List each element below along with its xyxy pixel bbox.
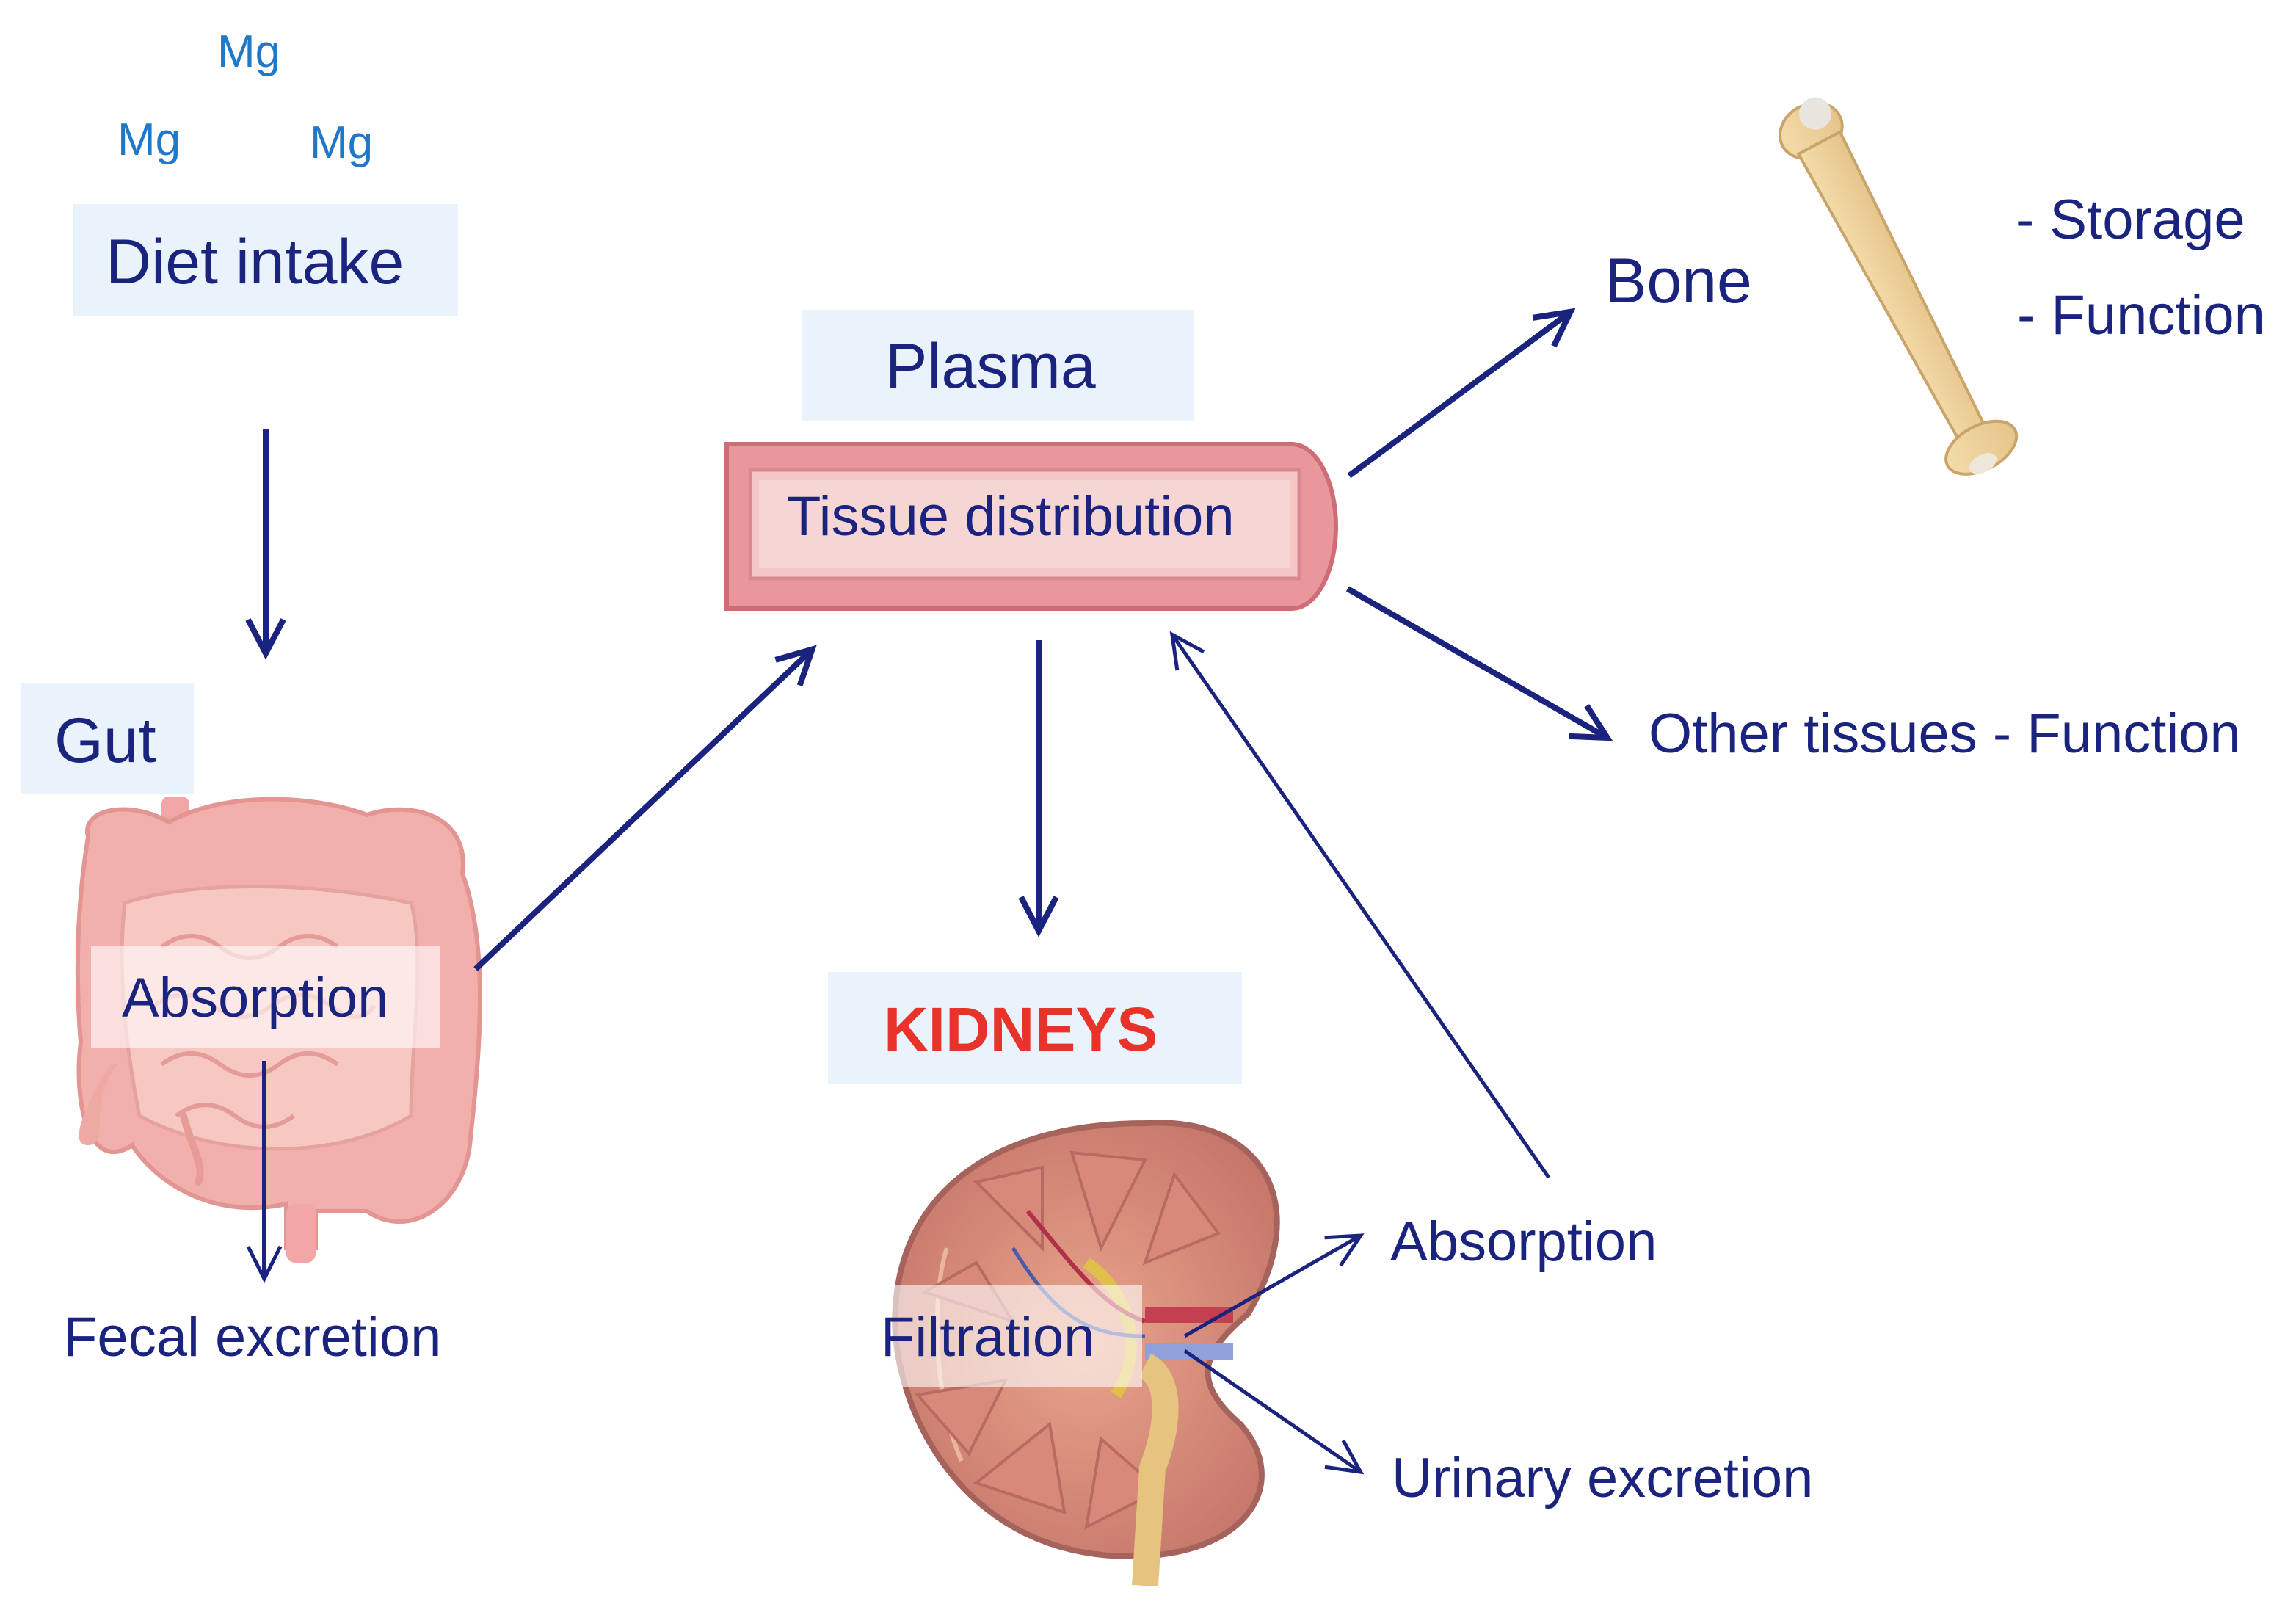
kidneys-label: KIDNEYS [884, 995, 1158, 1064]
plasma-label: Plasma [885, 331, 1096, 402]
bone-function-label: - Function [2017, 284, 2265, 347]
fecal-excretion-label: Fecal excretion [63, 1306, 442, 1368]
other-tissues-label: Other tissues - Function [1649, 703, 2241, 765]
diet-intake-box [73, 204, 458, 316]
flow-arrows [264, 313, 1606, 1475]
filtration-label: Filtration [881, 1306, 1095, 1368]
arrow-plasma-to-bone [1347, 313, 1569, 479]
arrow-gut-to-plasma [473, 650, 811, 971]
gut-absorption-label: Absorption [122, 967, 389, 1029]
kidneys-box [828, 972, 1242, 1084]
bone-illustration [1778, 97, 2019, 476]
bone-storage-label: - Storage [2016, 189, 2245, 251]
plasma-box [802, 310, 1194, 421]
arrow-plasma-to-other-tissues [1346, 586, 1606, 737]
gut-label: Gut [54, 705, 156, 776]
mg-label: Mg [217, 26, 281, 77]
urinary-excretion-label: Urinary excretion [1392, 1447, 1814, 1509]
tissue-distribution-label: Tissue distribution [787, 485, 1235, 548]
arrow-kidney-absorption-to-plasma [1169, 631, 1551, 1179]
kidney-absorption-label: Absorption [1390, 1211, 1657, 1273]
arrow-filtration-to-absorption [1183, 1233, 1365, 1338]
gut-box [21, 683, 194, 794]
arrow-filtration-to-urinary [1183, 1349, 1365, 1475]
blood-vessel-illustration [724, 442, 1338, 611]
diet-intake-label: Diet intake [106, 227, 404, 297]
mg-label: Mg [310, 117, 374, 168]
mg-label: Mg [117, 115, 181, 165]
filtration-tag [863, 1285, 1142, 1387]
bone-label: Bone [1605, 246, 1752, 316]
gut-absorption-tag [91, 946, 440, 1048]
